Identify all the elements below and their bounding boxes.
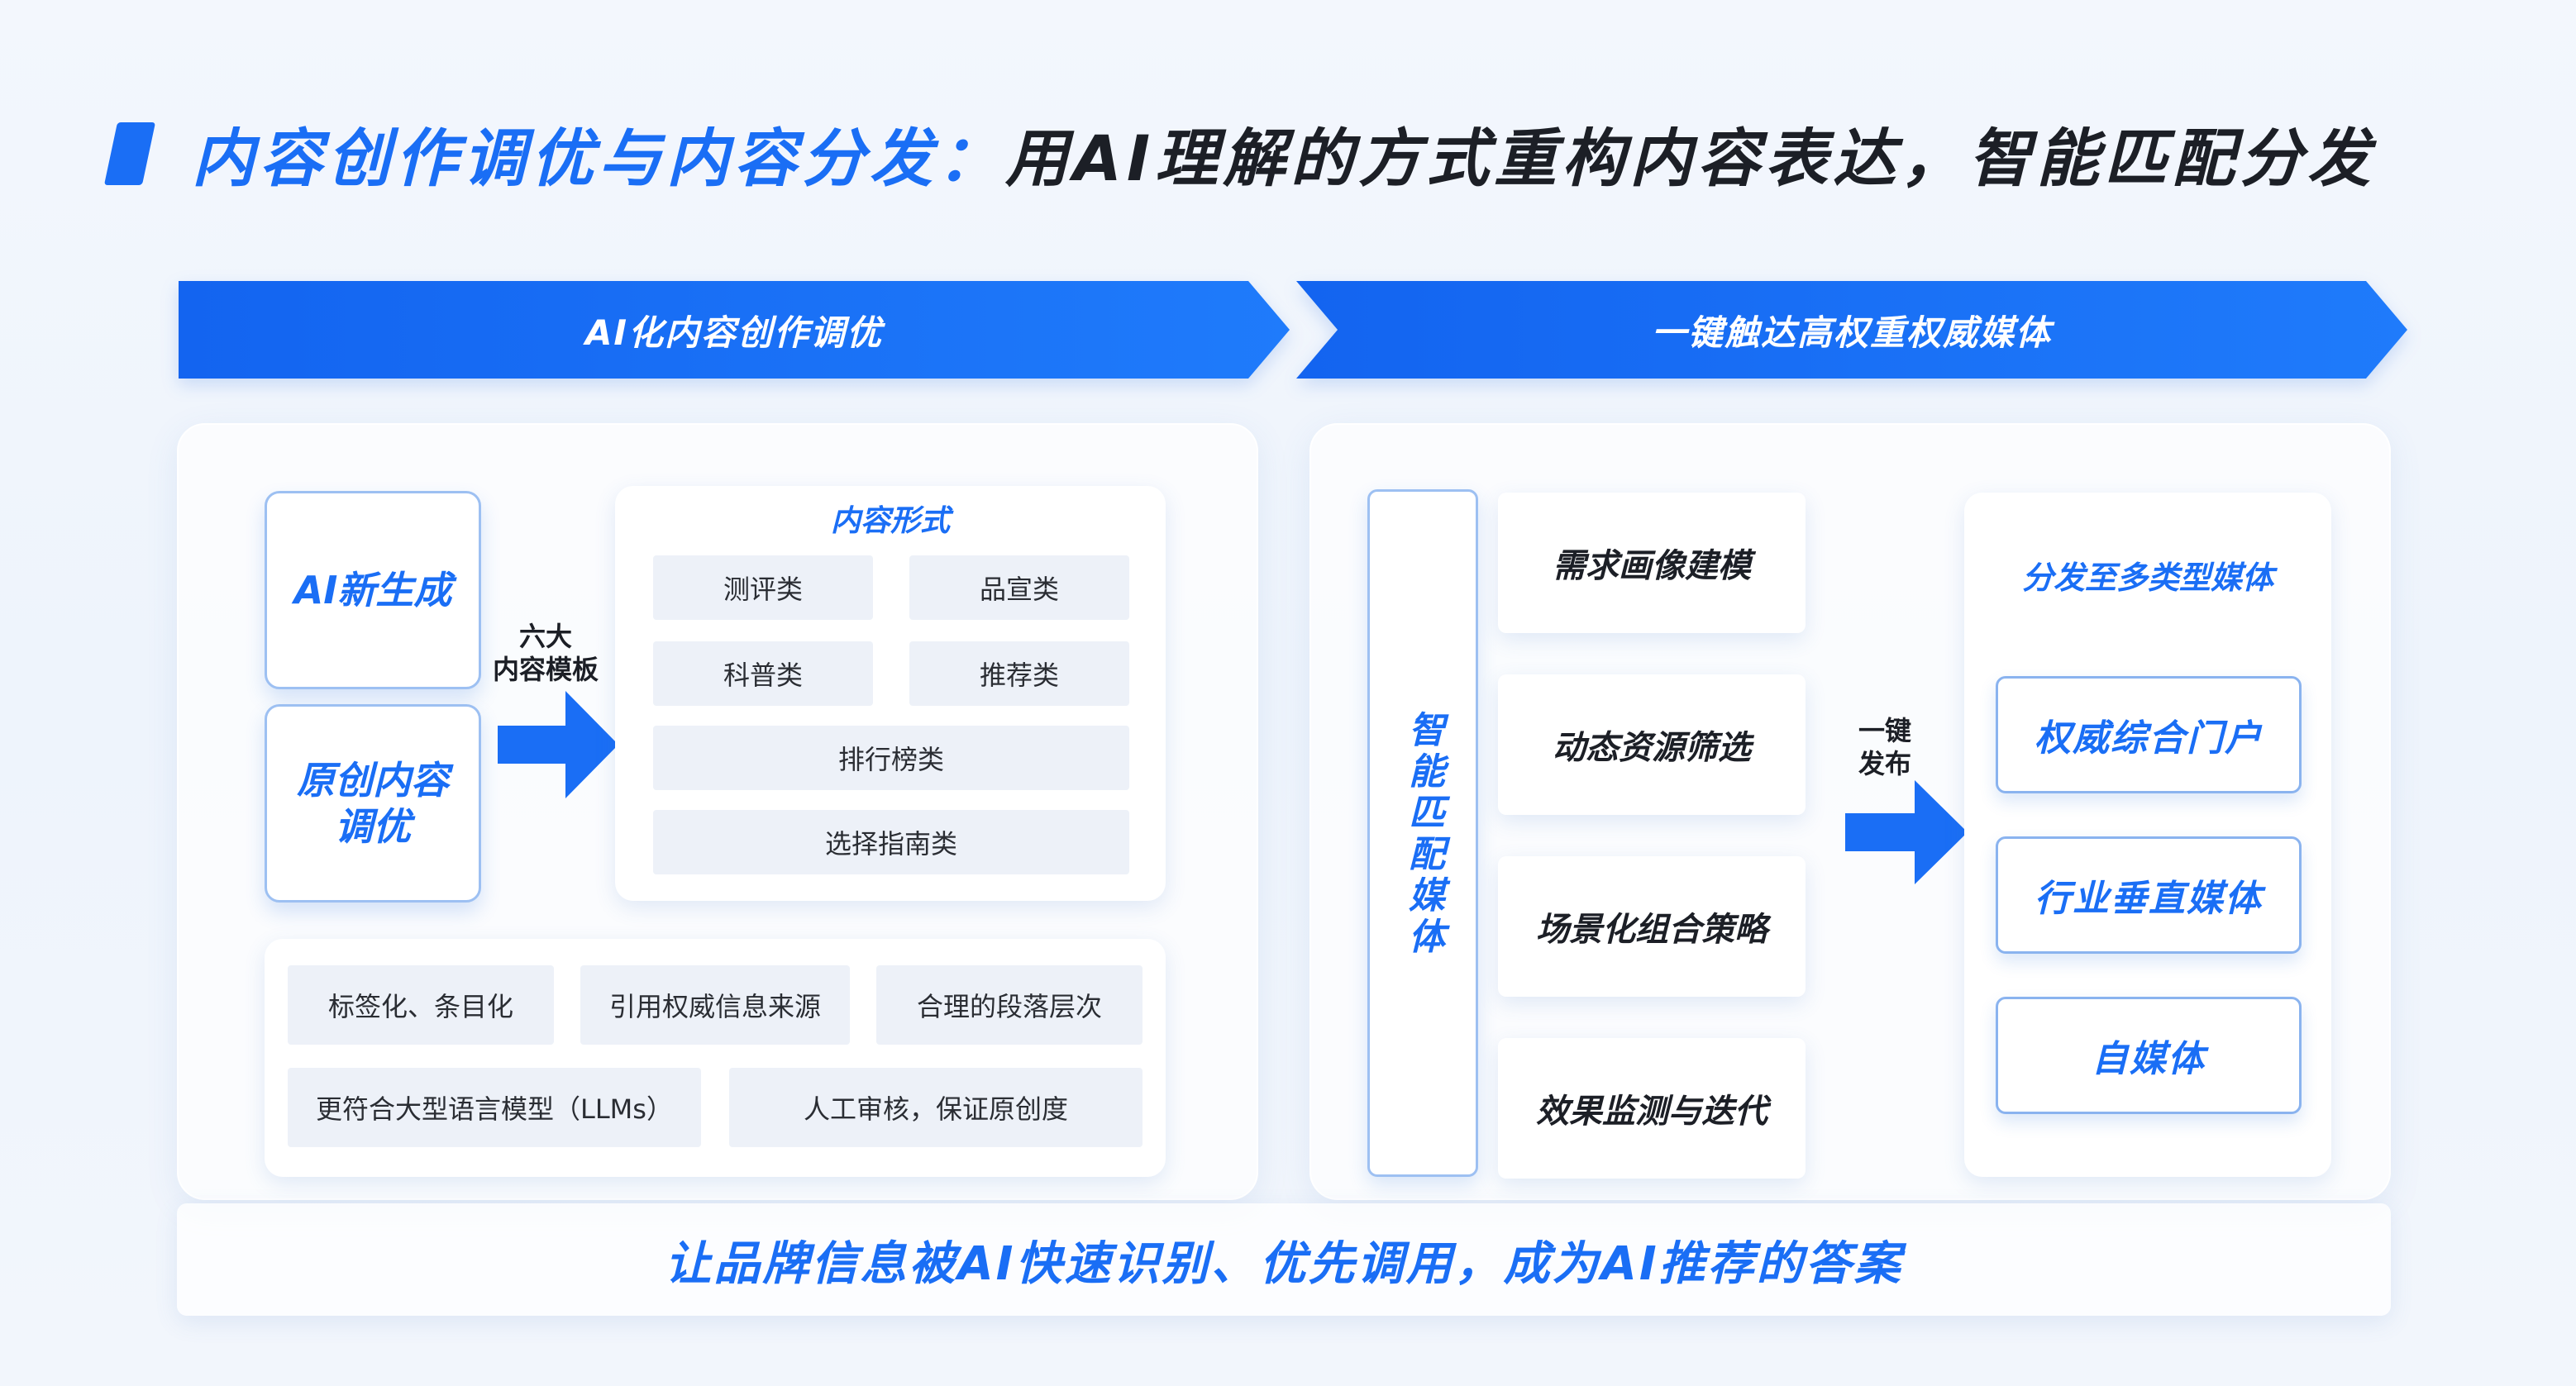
publish-arrow-label: 一键 发布 [1834, 714, 1936, 780]
form-chip-recommend: 推荐类 [909, 641, 1129, 706]
footer-summary: 让品牌信息被AI快速识别、优先调用，成为AI推荐的答案 [177, 1203, 2391, 1316]
step-demand-profiling: 需求画像建模 [1498, 493, 1806, 633]
page-title-main: 用AI理解的方式重构内容表达，智能匹配分发 [1005, 121, 2376, 195]
smart-match-media-card [1367, 489, 1478, 1177]
right-arrow-icon [498, 691, 618, 798]
form-chip-science: 科普类 [653, 641, 873, 706]
feature-chip-paragraph-structure: 合理的段落层次 [876, 965, 1143, 1045]
page-title-highlight: 内容创作调优与内容分发： [192, 121, 1005, 195]
banner-one-click-distribution: 一键触达高权重权威媒体 [1296, 281, 2407, 379]
templates-arrow-label: 六大 内容模板 [484, 620, 607, 686]
source-original-optimize: 原创内容调优 [265, 704, 481, 903]
step-scenario-combination: 场景化组合策略 [1498, 856, 1806, 997]
banner-right-label: 一键触达高权重权威媒体 [1651, 312, 2052, 353]
media-self-media: 自媒体 [1996, 997, 2302, 1114]
right-arrow-icon [1845, 780, 1968, 884]
feature-chip-tagging: 标签化、条目化 [288, 965, 554, 1045]
step-dynamic-resource-filter: 动态资源筛选 [1498, 674, 1806, 815]
banner-ai-content-creation: AI化内容创作调优 [179, 281, 1290, 379]
form-chip-brand: 品宣类 [909, 555, 1129, 620]
page-title: 内容创作调优与内容分发： 用AI理解的方式重构内容表达，智能匹配分发 [192, 107, 2375, 198]
step-effect-monitoring: 效果监测与迭代 [1498, 1038, 1806, 1179]
media-authoritative-portal: 权威综合门户 [1996, 676, 2302, 793]
smart-match-media-label: 智能匹配媒体 [1402, 711, 1444, 959]
source-ai-generated: AI新生成 [265, 491, 481, 689]
publish-arrow-label-line2: 发布 [1858, 748, 1911, 779]
media-types-title: 分发至多类型媒体 [2021, 559, 2273, 596]
title-accent-bar [103, 122, 156, 185]
source-ai-generated-label: AI新生成 [293, 568, 452, 612]
source-original-optimize-label: 原创内容调优 [297, 758, 449, 849]
content-forms-title: 内容形式 [830, 504, 950, 538]
form-chip-review: 测评类 [653, 555, 873, 620]
feature-chip-llm-fit: 更符合大型语言模型（LLMs） [288, 1068, 701, 1147]
form-chip-guide: 选择指南类 [653, 810, 1129, 874]
templates-arrow-label-line1: 六大 [518, 621, 572, 652]
form-chip-ranking: 排行榜类 [653, 726, 1129, 790]
templates-arrow-label-line2: 内容模板 [492, 654, 599, 685]
banner-left-label: AI化内容创作调优 [584, 312, 884, 353]
publish-arrow-label-line1: 一键 [1858, 715, 1911, 746]
feature-chip-human-review: 人工审核，保证原创度 [729, 1068, 1143, 1147]
media-industry-vertical: 行业垂直媒体 [1996, 836, 2302, 954]
feature-chip-authority-sources: 引用权威信息来源 [580, 965, 850, 1045]
